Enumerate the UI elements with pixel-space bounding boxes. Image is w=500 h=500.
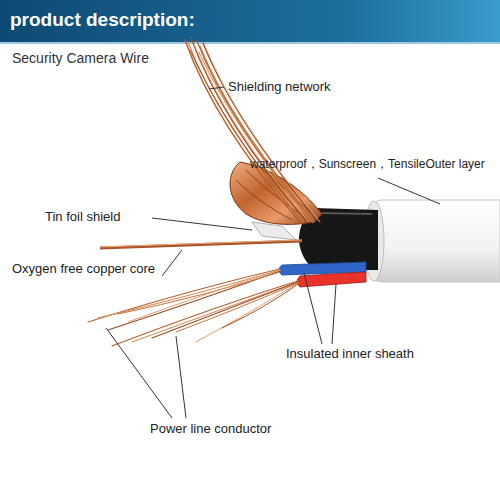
header-title: product description:: [10, 9, 195, 32]
part-label: Shielding network: [228, 79, 331, 95]
part-label: Power line conductor: [150, 421, 271, 437]
tin-foil: [252, 222, 296, 240]
copper-core: [100, 241, 302, 248]
part-label: Oxygen free copper core: [12, 261, 155, 277]
sheath-highlight: [318, 213, 372, 214]
header-band: [0, 0, 500, 42]
core-highlight: [100, 240, 302, 247]
leader-lines: [106, 87, 440, 418]
outer-jacket: [364, 200, 500, 282]
header-rule: [0, 42, 500, 44]
product-name: Security Camera Wire: [12, 50, 149, 67]
part-label: Insulated inner sheath: [286, 346, 414, 362]
conductor-strands: [88, 269, 298, 346]
part-label: waterproof，Sunscreen，TensileOuter layer: [250, 157, 485, 171]
braid-strands: [185, 38, 320, 224]
part-label: Tin foil shield: [45, 209, 120, 225]
